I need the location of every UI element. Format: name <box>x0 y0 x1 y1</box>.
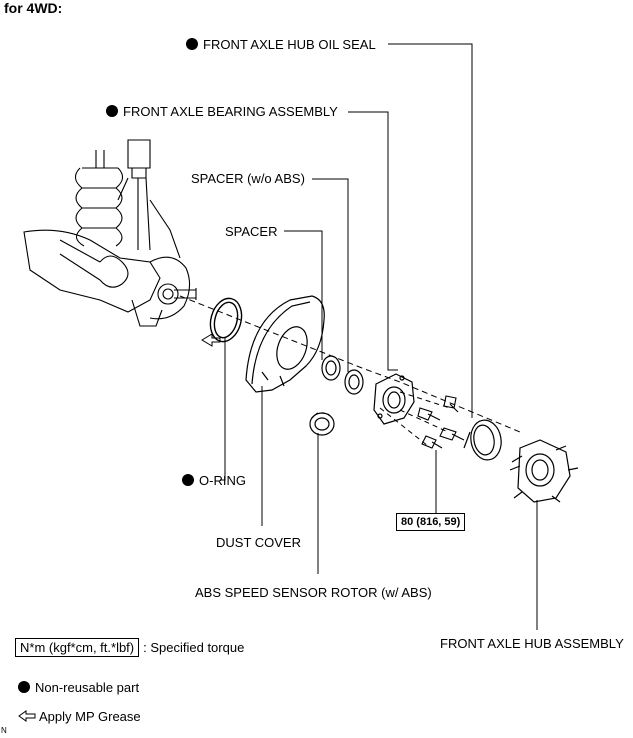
label-dust-cover: DUST COVER <box>216 535 301 550</box>
leader-o-ring <box>220 337 226 481</box>
legend-non-reusable: Non-reusable part <box>18 680 139 695</box>
spacer-wo-abs-part-icon <box>344 369 364 395</box>
label-abs-rotor: ABS SPEED SENSOR ROTOR (w/ ABS) <box>195 585 432 600</box>
dust-cover-part-icon <box>245 295 325 393</box>
non-reusable-icon <box>106 105 118 117</box>
knuckle-assembly-icon <box>23 139 197 327</box>
label-hub-oil-seal: FRONT AXLE HUB OIL SEAL <box>186 37 376 52</box>
spacer-part-icon <box>321 355 341 381</box>
figure-code: N <box>1 726 7 735</box>
label-hub-assembly: FRONT AXLE HUB ASSEMBLY <box>440 636 624 651</box>
bearing-assembly-part-icon <box>373 373 415 425</box>
legend-torque-desc: : Specified torque <box>143 640 245 655</box>
non-reusable-icon <box>182 474 194 486</box>
label-spacer-wo-abs: SPACER (w/o ABS) <box>191 171 305 186</box>
torque-spec-box: 80 (816, 59) <box>396 513 466 531</box>
legend-torque-unit: N*m (kgf*cm, ft.*lbf) <box>15 638 140 657</box>
non-reusable-icon <box>18 681 30 693</box>
hub-assembly-part-icon <box>509 439 579 503</box>
bolt-axis <box>379 391 451 447</box>
non-reusable-icon <box>186 38 198 50</box>
leader-bearing-assembly <box>348 111 398 371</box>
page-title: for 4WD: <box>4 0 63 16</box>
leader-spacer <box>284 230 323 360</box>
assembly-axis <box>179 295 521 433</box>
legend-grease: Apply MP Grease <box>18 709 141 724</box>
hollow-arrow-icon <box>18 710 36 722</box>
leader-spacer-wo-abs <box>312 178 349 372</box>
leader-hub-oil-seal <box>388 43 473 418</box>
label-o-ring: O-RING <box>182 473 246 488</box>
hub-oil-seal-part-icon <box>463 419 502 461</box>
legend-torque: N*m (kgf*cm, ft.*lbf): Specified torque <box>15 638 245 657</box>
label-bearing-assembly: FRONT AXLE BEARING ASSEMBLY <box>106 104 338 119</box>
bolt-part-icon <box>417 395 465 449</box>
label-spacer: SPACER <box>225 224 278 239</box>
abs-rotor-part-icon <box>309 412 335 436</box>
grease-arrow-icon <box>201 333 221 347</box>
